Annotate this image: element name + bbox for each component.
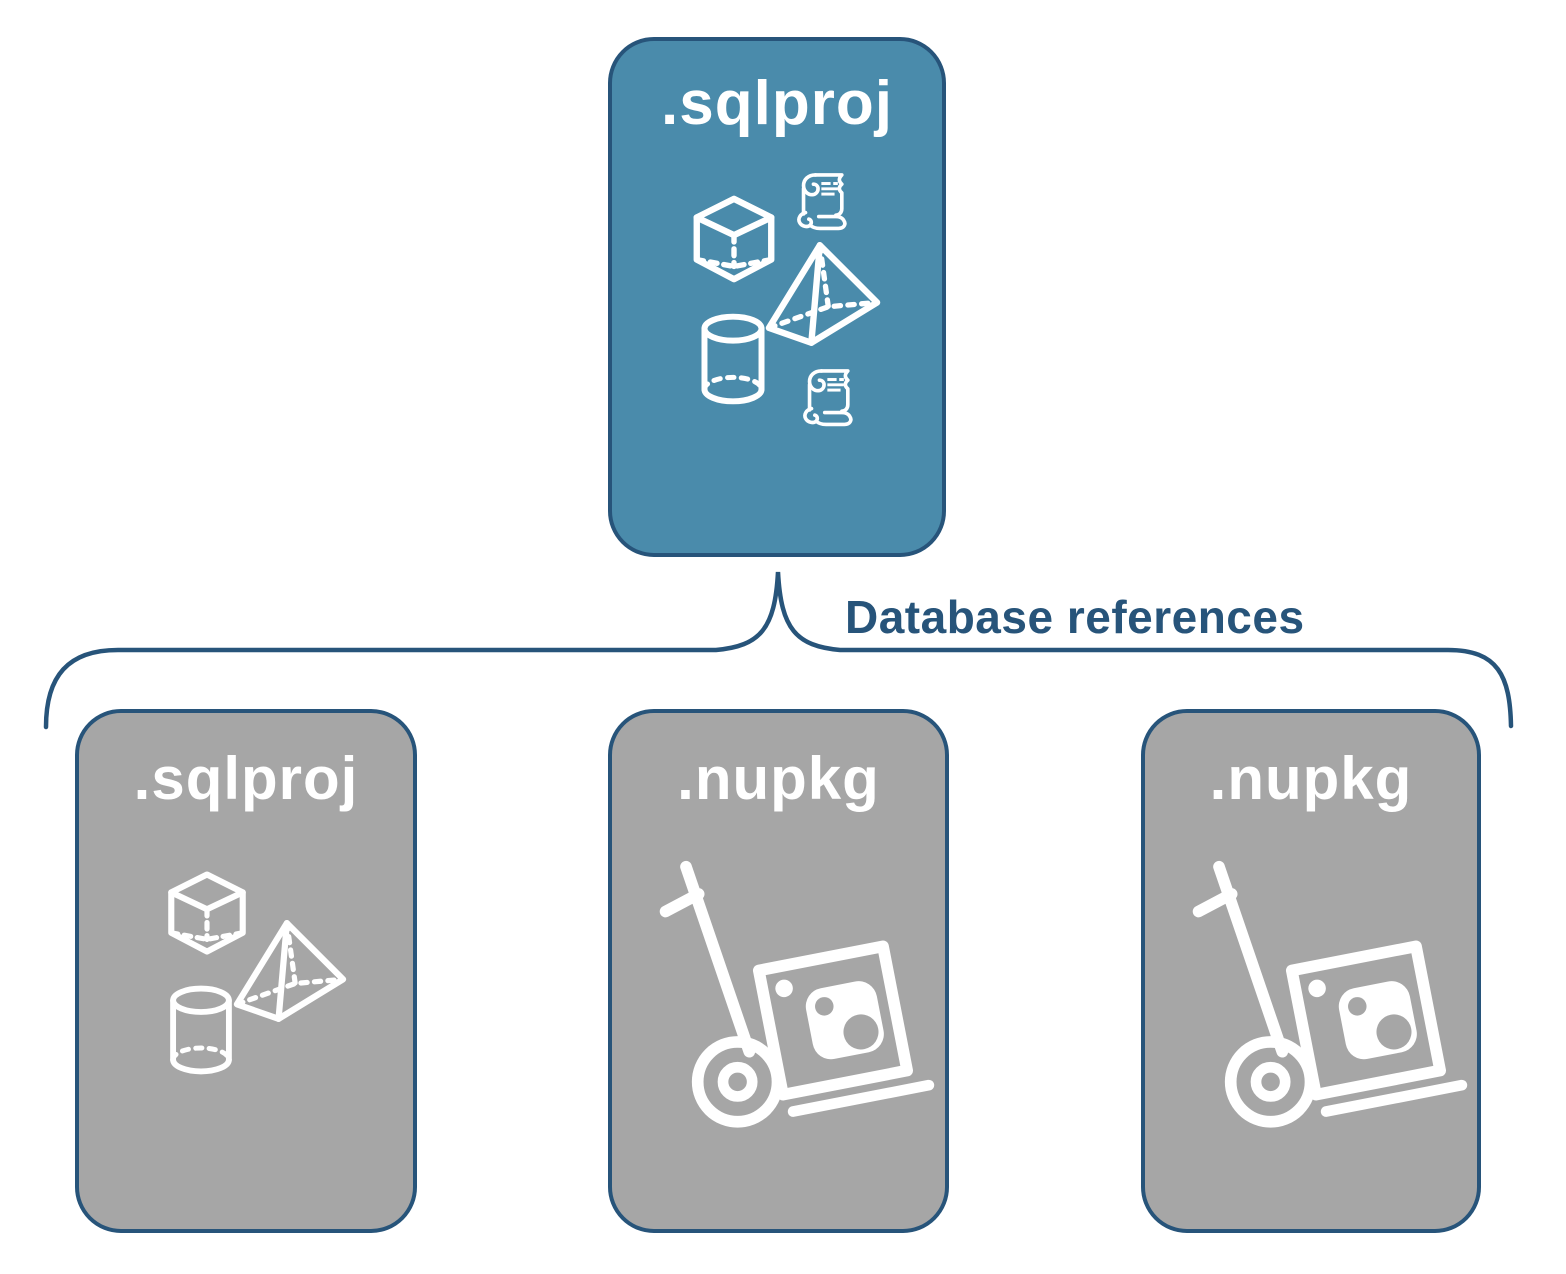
scroll-icon (790, 169, 858, 235)
nuget-package-dolly-icon (650, 855, 942, 1151)
pyramid-icon (764, 241, 882, 347)
cylinder-icon (694, 313, 772, 405)
child-card-title: .nupkg (1209, 745, 1413, 812)
connector-label: Database references (845, 591, 1305, 643)
child-card-title: .sqlproj (133, 745, 359, 812)
pyramid-icon (231, 919, 349, 1023)
nuget-package-dolly-icon (1183, 855, 1475, 1151)
root-card-title: .sqlproj (661, 69, 893, 138)
card-child-sqlproj: .sqlproj (75, 709, 417, 1233)
cylinder-icon (163, 985, 239, 1075)
card-child-nupkg-1: .nupkg (608, 709, 949, 1233)
card-child-nupkg-2: .nupkg (1141, 709, 1481, 1233)
scroll-icon (796, 365, 864, 431)
child-card-title: .nupkg (677, 745, 880, 812)
card-root-sqlproj: .sqlproj (608, 37, 946, 557)
